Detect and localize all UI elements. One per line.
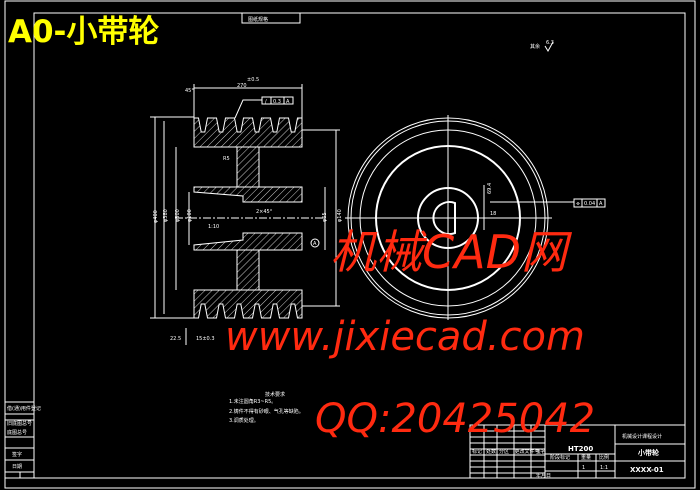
watermark-qq: QQ:20425042: [315, 396, 595, 442]
side-block: 借(通)用件登记 旧底图总号 底图总号 签字 日期: [5, 401, 41, 479]
svg-text:15±0.3: 15±0.3: [196, 336, 215, 342]
svg-text:45°: 45°: [185, 88, 194, 94]
parallelism-tolerance-frame: ⌯ 0.04 A: [573, 198, 606, 208]
web-bottom-section: [236, 249, 260, 291]
svg-text:/: /: [265, 99, 267, 105]
svg-text:18: 18: [490, 211, 496, 217]
svg-text:2.铸件不得有砂眼、气孔等缺陷。: 2.铸件不得有砂眼、气孔等缺陷。: [229, 408, 304, 415]
runout-tolerance-frame: / 0.3 A: [234, 96, 294, 119]
sheet-label-box: [241, 12, 301, 24]
roughness-note: 其余 6.3: [530, 40, 554, 52]
svg-text:1:10: 1:10: [208, 224, 219, 230]
technical-notes: 技术要求 1.未注圆角R3~R5。 2.铸件不得有砂眼、气孔等缺陷。 3.调质处…: [229, 391, 304, 424]
svg-text:0.3: 0.3: [273, 99, 281, 105]
svg-text:22.5: 22.5: [170, 336, 181, 342]
part-name: 小带轮: [637, 448, 659, 457]
svg-text:2×45°: 2×45°: [256, 209, 273, 215]
top-dimension: 270: [237, 83, 247, 89]
svg-text:日期: 日期: [12, 464, 22, 470]
roughness-symbol-icon: [544, 41, 554, 52]
watermark: 机械CAD网 www.jixiecad.com QQ:20425042: [225, 225, 595, 442]
inner-border: [33, 12, 686, 479]
svg-text:1.未注圆角R3~R5。: 1.未注圆角R3~R5。: [229, 398, 276, 405]
drawing-number: XXXX-01: [630, 466, 664, 474]
svg-text:φ380: φ380: [163, 209, 169, 222]
watermark-url: www.jixiecad.com: [225, 314, 585, 360]
svg-text:φ140: φ140: [337, 209, 343, 222]
svg-text:借(通)用件登记: 借(通)用件登记: [7, 405, 41, 412]
svg-text:R5: R5: [223, 156, 230, 162]
web-top-section: [236, 146, 260, 188]
svg-text:比例: 比例: [599, 454, 609, 461]
svg-text:1:1: 1:1: [600, 465, 608, 471]
svg-text:φ65: φ65: [322, 212, 328, 222]
school-name: 机械设计课程设计: [622, 433, 662, 440]
rim-top-section: [193, 117, 303, 148]
hub-bottom-section: [193, 232, 303, 251]
svg-text:A: A: [286, 99, 290, 105]
datum-marker-icon: [310, 238, 320, 248]
svg-text:⌯: ⌯: [576, 201, 580, 207]
svg-text:1: 1: [582, 465, 585, 471]
svg-text:φ300: φ300: [175, 209, 181, 222]
svg-text:φ100: φ100: [187, 209, 193, 222]
svg-text:0.04: 0.04: [584, 201, 595, 207]
svg-text:3.调质处理。: 3.调质处理。: [229, 417, 259, 424]
section-view: 270 ±0.5 45° / 0.3 A φ400 φ380 φ300 φ100…: [150, 77, 343, 345]
svg-text:底图总号: 底图总号: [7, 429, 27, 436]
svg-text:A: A: [599, 201, 603, 207]
svg-text:技术要求: 技术要求: [265, 391, 285, 398]
svg-text:±0.5: ±0.5: [247, 77, 259, 83]
svg-text:年月日: 年月日: [536, 472, 551, 479]
svg-text:处数: 处数: [486, 448, 496, 455]
svg-text:旧底图总号: 旧底图总号: [7, 420, 32, 427]
svg-text:更改文件号: 更改文件号: [515, 448, 540, 455]
watermark-site: 机械CAD网: [330, 225, 573, 279]
svg-text:A: A: [313, 241, 317, 247]
svg-text:阶段标记: 阶段标记: [550, 454, 570, 461]
svg-text:6.3: 6.3: [546, 40, 554, 46]
svg-text:φ400: φ400: [153, 210, 159, 223]
material: HT200: [568, 445, 593, 453]
title-block: 标记 处数 分区 更改文件号 签名 年月日 阶段标记 重量 比例 1 1:1 H…: [469, 424, 686, 479]
svg-text:69.4: 69.4: [487, 183, 493, 194]
bore-keyway: [432, 201, 456, 235]
drawing-title: A0-小带轮: [8, 14, 159, 50]
svg-text:签名: 签名: [536, 448, 546, 455]
outer-border: [4, 0, 696, 489]
sheet-label: 图纸规格: [248, 16, 268, 23]
svg-text:签字: 签字: [12, 451, 22, 458]
rim-bottom-section: [193, 289, 303, 319]
svg-text:其余: 其余: [530, 43, 540, 50]
front-view: 69.4 18 ⌯ 0.04 A: [345, 115, 606, 320]
svg-text:分区: 分区: [499, 448, 509, 455]
svg-text:重量: 重量: [581, 454, 591, 461]
svg-text:标记: 标记: [472, 448, 482, 455]
hub-top-section: [193, 186, 303, 203]
